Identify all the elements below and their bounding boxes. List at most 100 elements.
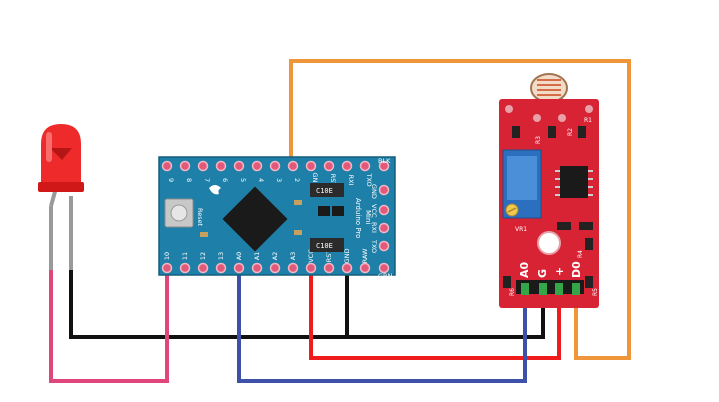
top-pin-label-6: 3 xyxy=(275,178,283,182)
bottom-pin-2[interactable] xyxy=(197,262,209,274)
bottom-pin-label-4: A0 xyxy=(235,252,243,261)
sensor-pin-header xyxy=(516,280,584,294)
bottom-pin-9[interactable] xyxy=(323,262,335,274)
bottom-pin-4[interactable] xyxy=(233,262,245,274)
light-sensor-module: R1 R2 R3 VR1 R4 R5 R6 A0 G + D0 xyxy=(499,73,599,308)
bottom-pin-label-8: VCC xyxy=(307,249,315,263)
right-pin-3[interactable] xyxy=(378,222,390,234)
potentiometer-slot xyxy=(507,207,517,213)
top-pin-label-11: TXO xyxy=(365,172,373,186)
arduino-board-edge xyxy=(158,156,396,276)
sensor-pad-1 xyxy=(505,105,513,113)
sensor-pin-d0[interactable] xyxy=(572,283,580,295)
top-pin-label-2: 7 xyxy=(203,178,211,182)
bottom-pin-label-0: 10 xyxy=(163,252,171,260)
smd-sensor-1 xyxy=(557,222,571,230)
top-pin-0[interactable] xyxy=(161,160,173,172)
right-pin-label-3: RXI xyxy=(370,222,378,233)
reset-label: Reset xyxy=(196,208,204,227)
wire-black-led xyxy=(69,268,545,339)
bottom-pin-label-9: RST xyxy=(325,250,333,263)
right-pin-2[interactable] xyxy=(378,204,390,216)
right-pin-label-1: GND xyxy=(370,184,378,199)
top-pin-6[interactable] xyxy=(269,160,281,172)
bottom-pin-5[interactable] xyxy=(251,262,263,274)
sensor-pin-label-a0: A0 xyxy=(518,261,531,278)
bottom-pin-label-3: 13 xyxy=(217,252,225,260)
top-pin-label-7: 2 xyxy=(293,178,301,182)
sensor-pin-g[interactable] xyxy=(539,283,547,295)
top-pin-5[interactable] xyxy=(251,160,263,172)
bottom-pin-label-7: A3 xyxy=(289,252,297,261)
top-pin-label-9: RST xyxy=(329,174,337,187)
top-pin-8[interactable] xyxy=(305,160,317,172)
ldr-pad-right xyxy=(558,114,566,122)
top-pin-3[interactable] xyxy=(215,160,227,172)
bottom-pin-11[interactable] xyxy=(359,262,371,274)
bottom-pin-label-6: A2 xyxy=(271,252,279,261)
label-r1: R1 xyxy=(584,117,592,124)
smd-component-2 xyxy=(332,206,344,216)
resistor-r2 xyxy=(548,126,556,138)
chip-marking-1: C10E xyxy=(316,187,333,195)
top-pin-7[interactable] xyxy=(287,160,299,172)
top-pin-label-0: 9 xyxy=(167,178,175,182)
sensor-pad-2 xyxy=(585,105,593,113)
right-pin-label-0: BLK xyxy=(378,157,391,165)
photoresistor xyxy=(530,73,568,103)
mounting-hole xyxy=(537,231,561,255)
top-pin-4[interactable] xyxy=(233,160,245,172)
crystal-component xyxy=(310,183,344,197)
right-pin-5[interactable] xyxy=(378,262,390,274)
wire-orange xyxy=(289,59,631,360)
right-pin-1[interactable] xyxy=(378,184,390,196)
right-pin-0[interactable] xyxy=(378,160,390,172)
resistor-r6 xyxy=(503,276,511,288)
bottom-pin-1[interactable] xyxy=(179,262,191,274)
bottom-pin-7[interactable] xyxy=(287,262,299,274)
led-rim xyxy=(38,182,84,192)
right-pin-label-5: GRN xyxy=(378,272,393,280)
bottom-pin-6[interactable] xyxy=(269,262,281,274)
bottom-pin-8[interactable] xyxy=(305,262,317,274)
bottom-pin-label-5: A1 xyxy=(253,252,261,261)
resistor-r4 xyxy=(585,238,593,250)
resistor-r3 xyxy=(512,126,520,138)
bottom-pin-0[interactable] xyxy=(161,262,173,274)
smd-sensor-2 xyxy=(579,222,593,230)
smd-component-1 xyxy=(318,206,330,216)
wires xyxy=(49,59,631,383)
sensor-pin-plus[interactable] xyxy=(555,283,563,295)
top-pin-11[interactable] xyxy=(359,160,371,172)
top-pin-label-3: 6 xyxy=(221,178,229,182)
top-pin-label-5: 4 xyxy=(257,178,265,182)
label-r2: R2 xyxy=(567,128,574,136)
smd-capacitor-2 xyxy=(294,230,302,235)
top-pin-label-4: 5 xyxy=(239,178,247,182)
top-pin-10[interactable] xyxy=(341,160,353,172)
led-highlight xyxy=(46,132,52,162)
board-name: Arduino Pro xyxy=(354,198,362,238)
sensor-pin-label-plus: + xyxy=(553,267,566,276)
bottom-pin-10[interactable] xyxy=(341,262,353,274)
label-r5: R5 xyxy=(592,288,599,296)
label-vr1: VR1 xyxy=(515,226,527,233)
sensor-pin-label-g: G xyxy=(536,269,549,278)
reset-button-cap[interactable] xyxy=(170,204,188,222)
ldr-pad-left xyxy=(533,114,541,122)
top-pin-1[interactable] xyxy=(179,160,191,172)
bottom-pin-3[interactable] xyxy=(215,262,227,274)
led-reflection xyxy=(50,148,72,160)
top-pin-9[interactable] xyxy=(323,160,335,172)
right-pin-4[interactable] xyxy=(378,240,390,252)
label-r3: R3 xyxy=(535,136,542,144)
wire-red xyxy=(309,268,561,360)
sensor-pin-a0[interactable] xyxy=(521,283,529,295)
top-pin-2[interactable] xyxy=(197,160,209,172)
right-pin-label-2: VCC xyxy=(370,204,378,218)
top-pin-label-1: 8 xyxy=(185,178,193,182)
